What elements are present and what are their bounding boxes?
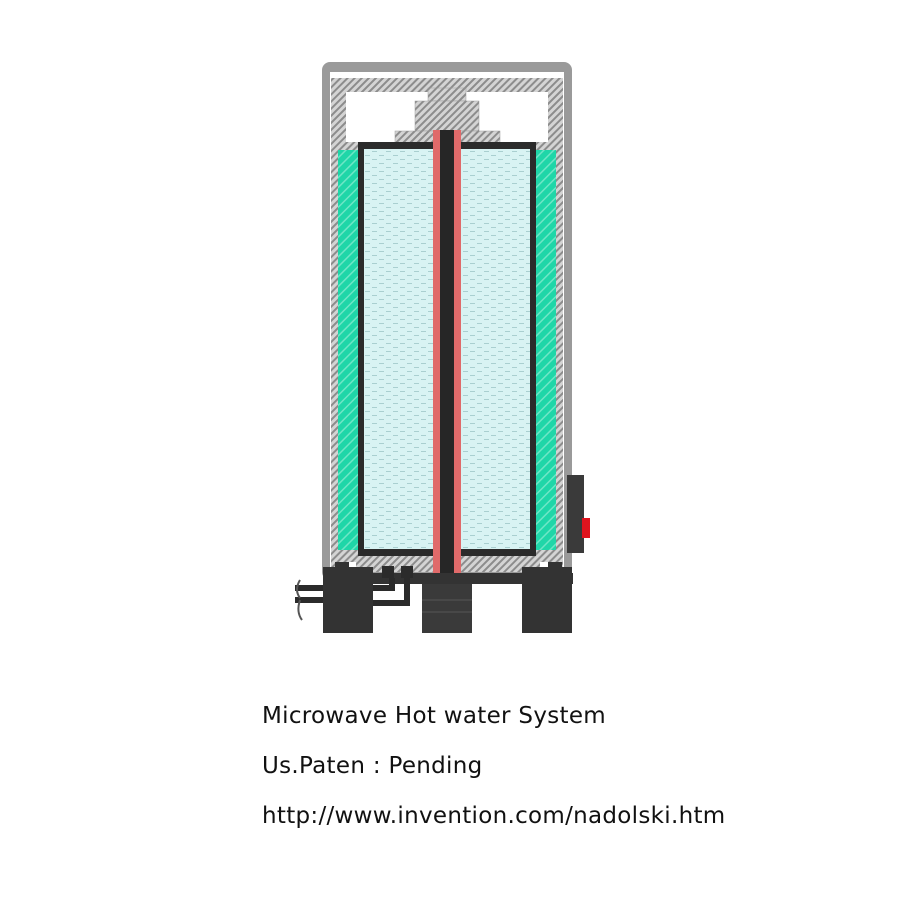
caption-title: Microwave Hot water System bbox=[262, 703, 606, 729]
caption-url: http://www.invention.com/nadolski.htm bbox=[262, 803, 726, 829]
control-box bbox=[567, 475, 590, 553]
indicator-light bbox=[582, 518, 590, 538]
insulation-right bbox=[536, 150, 556, 550]
water-heater-diagram bbox=[295, 62, 590, 633]
heater-rod bbox=[433, 130, 461, 585]
inlet-outlet-pipes bbox=[295, 566, 413, 621]
base-feet bbox=[323, 562, 573, 633]
caption-patent: Us.Paten : Pending bbox=[262, 753, 483, 779]
insulation-left bbox=[338, 150, 358, 550]
